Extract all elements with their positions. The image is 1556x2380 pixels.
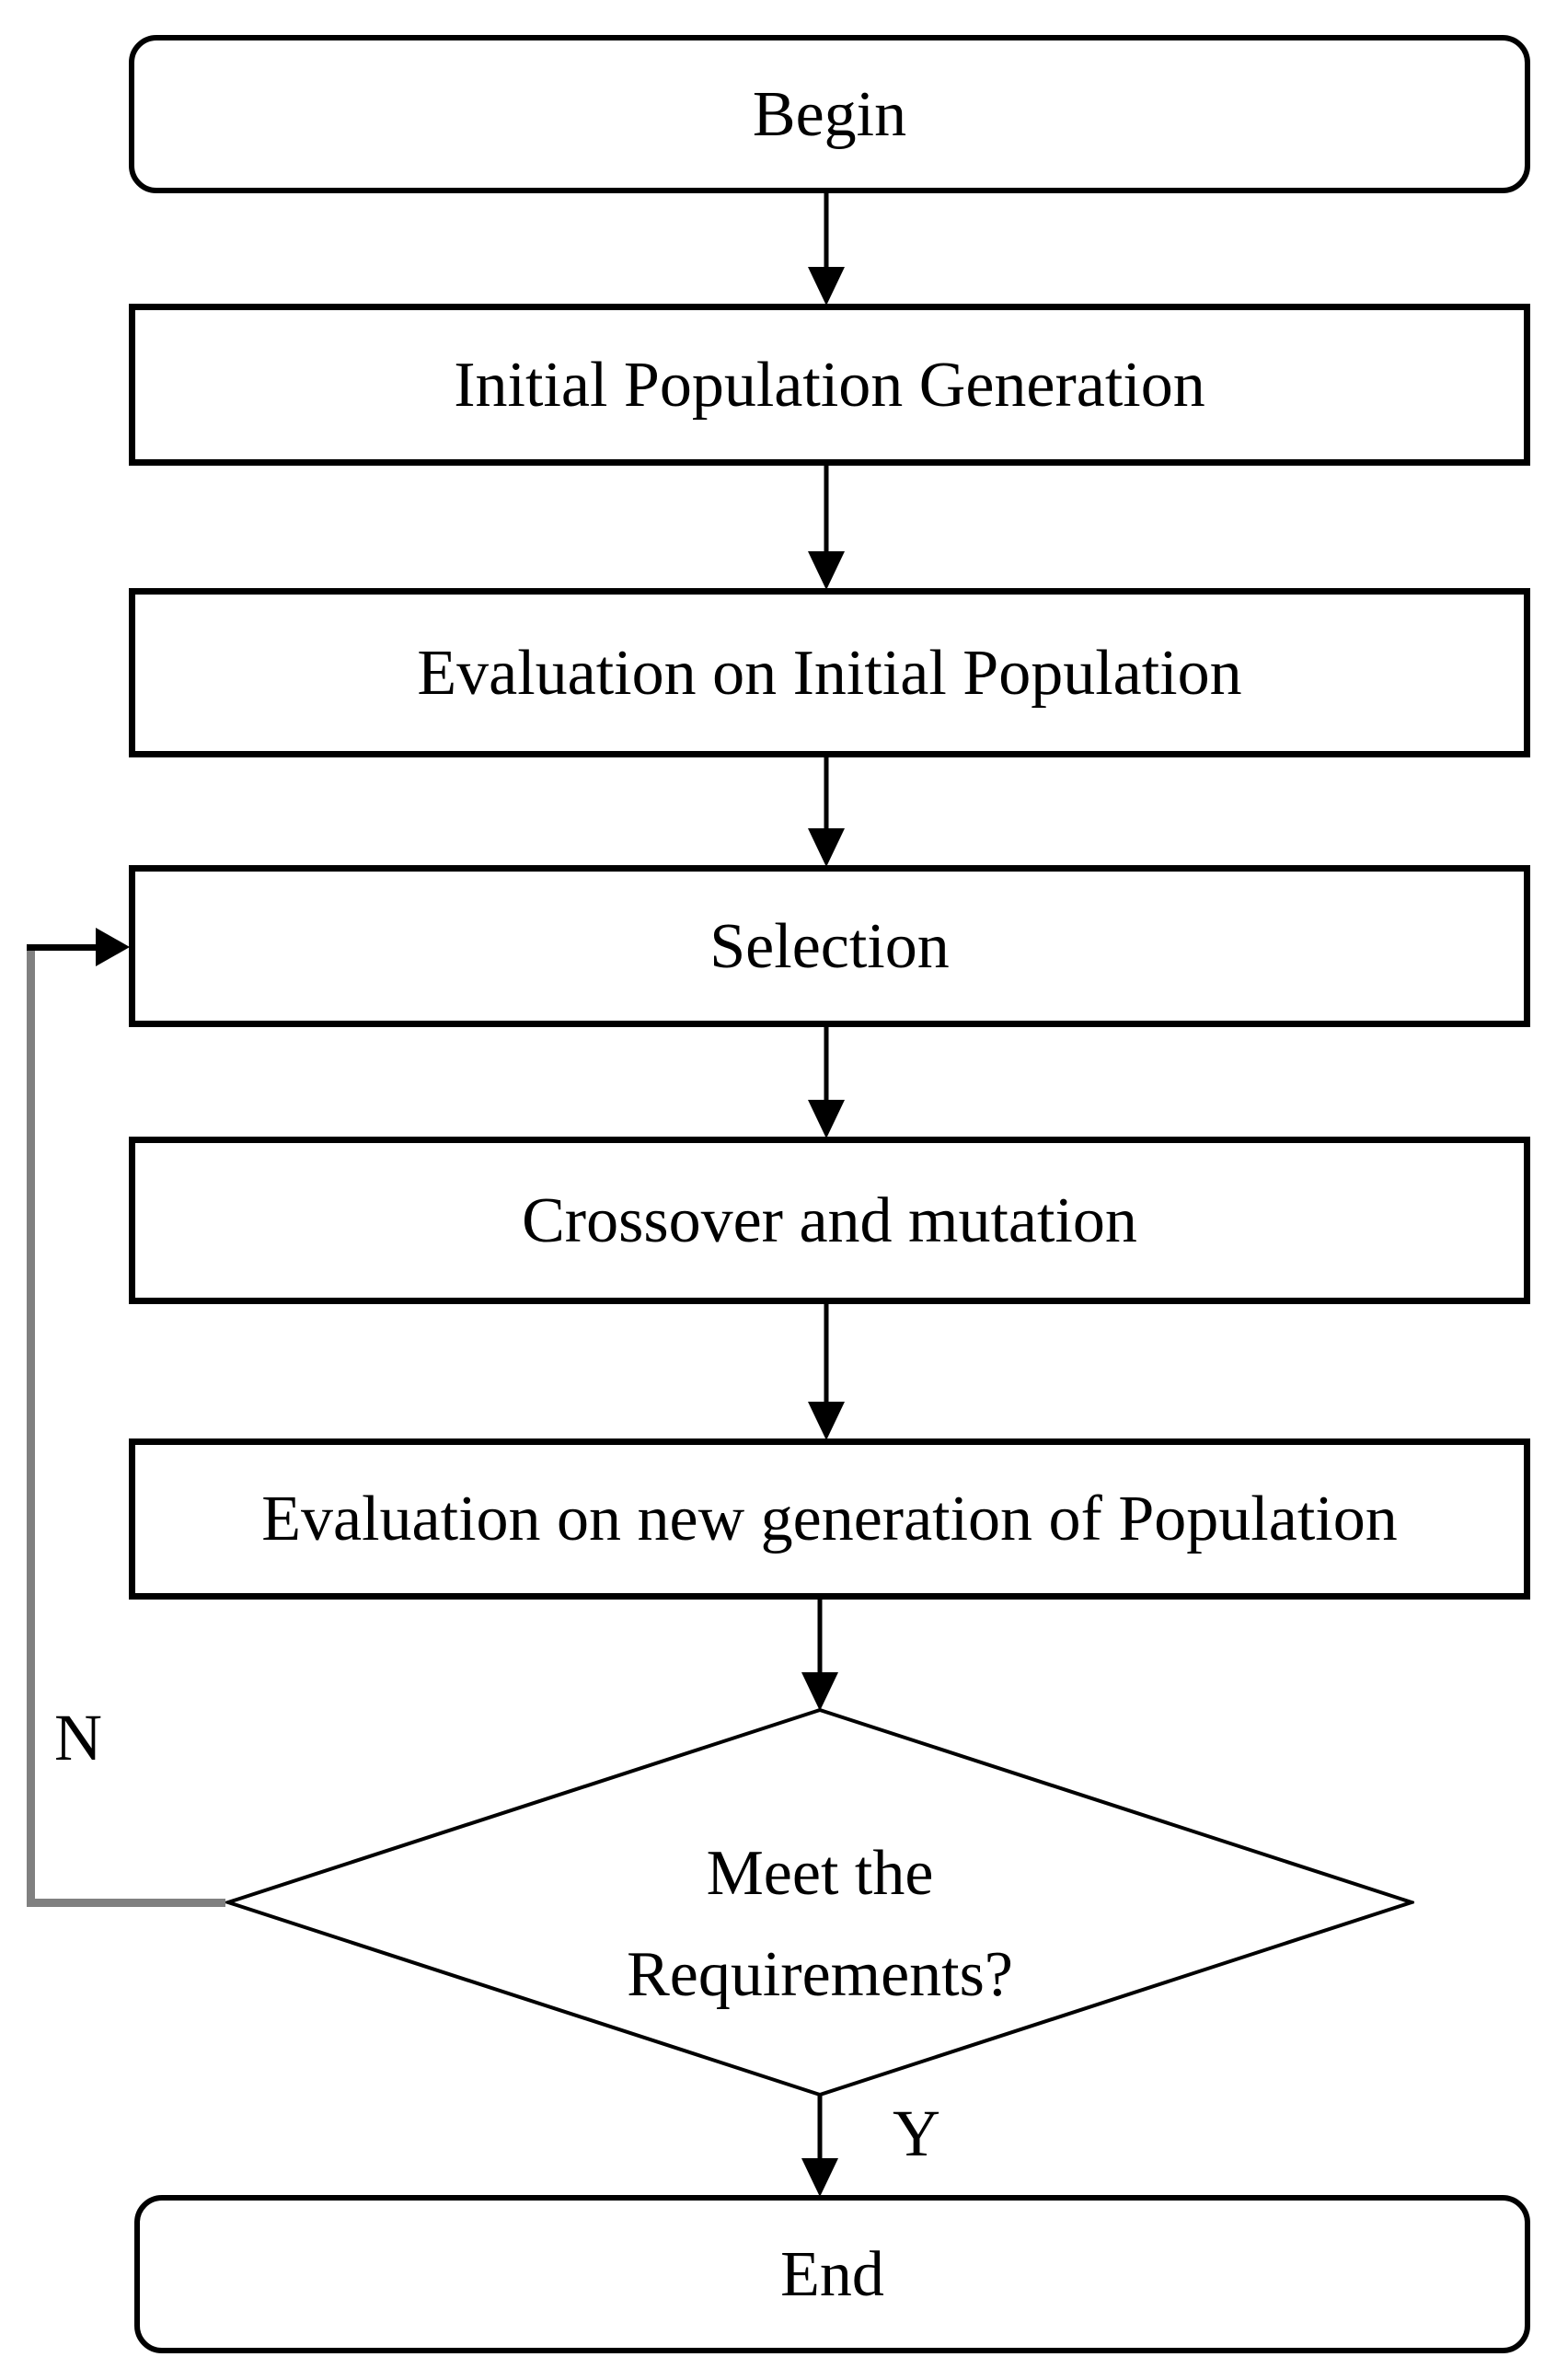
- node-selection-label: Selection: [709, 910, 950, 982]
- arrow-shaft: [824, 1025, 829, 1102]
- node-selection: Selection: [129, 865, 1530, 1027]
- right-arrowhead-icon: [96, 928, 130, 966]
- arrow-shaft: [817, 1598, 823, 1674]
- node-crossover-and-mutation-label: Crossover and mutation: [522, 1184, 1137, 1256]
- arrow-shaft: [824, 191, 829, 269]
- node-end: End: [134, 2195, 1530, 2353]
- arrow-decision-to-end: [801, 2094, 838, 2197]
- arrow-shaft: [817, 2094, 823, 2160]
- arrow-evaluation-to-selection: [808, 756, 845, 867]
- branch-label-yes: Y: [893, 2097, 940, 2170]
- loop-line-vertical: [27, 944, 35, 1907]
- node-meet-requirements-label: Meet the Requirements?: [317, 1823, 1322, 2026]
- node-evaluation-new-generation-label: Evaluation on new generation of Populati…: [261, 1484, 1398, 1554]
- node-evaluation-new-generation: Evaluation on new generation of Populati…: [129, 1438, 1530, 1600]
- node-end-label: End: [780, 2238, 884, 2310]
- arrow-shaft: [824, 756, 829, 830]
- down-arrowhead-icon: [808, 267, 845, 306]
- arrow-crossover-to-evaluation-new: [808, 1302, 845, 1440]
- decision-label-line-2: Requirements?: [627, 1939, 1013, 2010]
- arrow-begin-to-initial: [808, 191, 845, 306]
- decision-label-line-1: Meet the: [706, 1838, 934, 1909]
- arrow-evaluation-new-to-decision: [801, 1598, 838, 1711]
- loop-entry-line: [27, 944, 98, 951]
- down-arrowhead-icon: [801, 1672, 838, 1711]
- node-initial-population-generation: Initial Population Generation: [129, 304, 1530, 466]
- node-evaluation-initial-population-label: Evaluation on Initial Population: [417, 637, 1242, 709]
- node-crossover-and-mutation: Crossover and mutation: [129, 1137, 1530, 1304]
- down-arrowhead-icon: [808, 551, 845, 590]
- down-arrowhead-icon: [808, 828, 845, 867]
- arrow-selection-to-crossover: [808, 1025, 845, 1138]
- arrow-initial-to-evaluation: [808, 464, 845, 590]
- down-arrowhead-icon: [808, 1100, 845, 1138]
- node-evaluation-initial-population: Evaluation on Initial Population: [129, 588, 1530, 757]
- node-begin-label: Begin: [752, 78, 907, 150]
- arrow-shaft: [824, 1302, 829, 1404]
- arrow-shaft: [824, 464, 829, 553]
- branch-label-no: N: [54, 1701, 102, 1774]
- loop-line-horizontal: [27, 1899, 225, 1907]
- down-arrowhead-icon: [808, 1402, 845, 1440]
- node-begin: Begin: [129, 35, 1530, 193]
- node-initial-population-generation-label: Initial Population Generation: [454, 349, 1205, 421]
- down-arrowhead-icon: [801, 2158, 838, 2197]
